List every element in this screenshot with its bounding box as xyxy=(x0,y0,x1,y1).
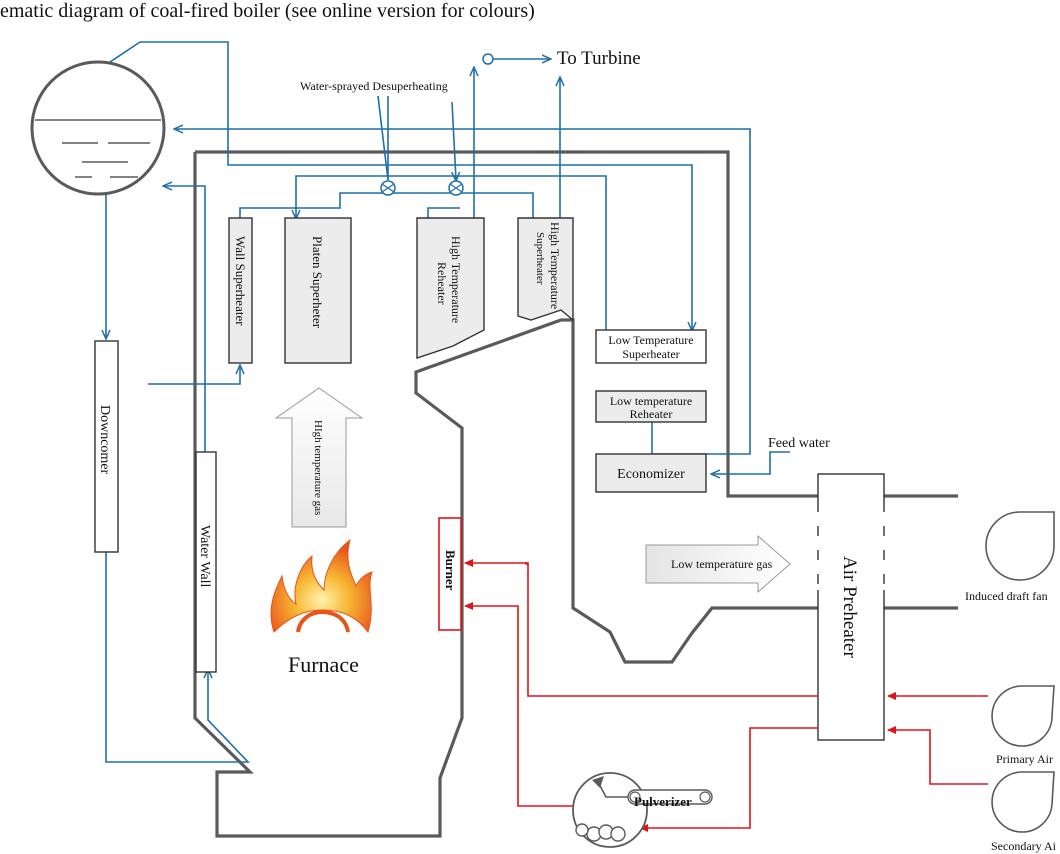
to-turbine-label: To Turbine xyxy=(557,48,641,69)
low-temp-gas-label: Low temperature gas xyxy=(671,557,773,571)
labels: To Turbine Water-sprayed Desuperheating … xyxy=(97,48,1057,853)
air-coal-lines xyxy=(464,559,988,832)
lt-reheater-label-2: Reheater xyxy=(630,407,673,421)
wall-superheater-label: Wall Superheater xyxy=(233,236,248,326)
high-temp-gas-label: HIgh temperature gas xyxy=(312,420,324,515)
ht-reheater-label-2: Reheater xyxy=(435,262,449,305)
ht-superheater-box xyxy=(517,217,574,322)
burner-label: Burner xyxy=(443,550,458,591)
lt-reheater-box xyxy=(595,390,707,423)
air-preheater-label: Air Preheater xyxy=(839,556,860,658)
lt-superheater-label-2: Superheater xyxy=(622,347,679,361)
lt-reheater-label-1: Low temperature xyxy=(610,394,692,408)
figure-caption: ematic diagram of coal-fired boiler (see… xyxy=(0,0,535,22)
platen-superheater-label: Platen Superheter xyxy=(310,236,325,329)
water-wall-label: Water Wall xyxy=(197,525,212,588)
pulverizer-icon xyxy=(572,772,713,848)
air-preheater-box xyxy=(817,473,885,741)
water-wall-box xyxy=(195,451,217,673)
economizer-label: Economizer xyxy=(617,467,685,482)
steam-drum xyxy=(30,60,166,196)
burner-box xyxy=(438,517,462,631)
primary-air-fan-icon xyxy=(991,685,1055,747)
ht-reheater-label-1: High Temperature xyxy=(449,236,463,323)
low-temperature-gas-arrow xyxy=(645,534,791,594)
induced-draft-fan-label: Induced draft fan xyxy=(965,589,1048,603)
heat-exchangers xyxy=(94,217,885,741)
wall-superheater-box xyxy=(228,217,253,364)
downcomer-label: Downcomer xyxy=(97,405,112,475)
high-temperature-gas-arrow xyxy=(274,387,364,528)
pulverizer-label: Pulverizer xyxy=(634,794,692,809)
desuperheater-valve-1 xyxy=(380,180,396,196)
induced-draft-fan-icon xyxy=(985,511,1055,581)
primary-air-label: Primary Air xyxy=(996,752,1053,766)
lt-superheater-label-1: Low Temperature xyxy=(608,333,693,347)
secondary-air-fan-icon xyxy=(991,771,1055,833)
boiler-walls xyxy=(193,150,958,838)
desuperheating-label: Water-sprayed Desuperheating xyxy=(300,79,448,93)
economizer-box xyxy=(595,453,707,493)
furnace-label: Furnace xyxy=(288,652,359,677)
downcomer-box xyxy=(94,340,119,553)
ht-superheater-label-2: Superheater xyxy=(534,232,546,285)
flame-icon xyxy=(270,538,373,634)
secondary-air-label: Secondary Ai xyxy=(991,839,1057,853)
platen-superheater-box xyxy=(284,217,352,364)
desuperheater-valve-2 xyxy=(448,180,464,196)
feed-water-label: Feed water xyxy=(768,436,830,451)
lt-superheater-box xyxy=(595,329,707,364)
ht-reheater-box xyxy=(416,217,485,359)
ht-superheater-label-1: High Temperature xyxy=(548,222,562,309)
